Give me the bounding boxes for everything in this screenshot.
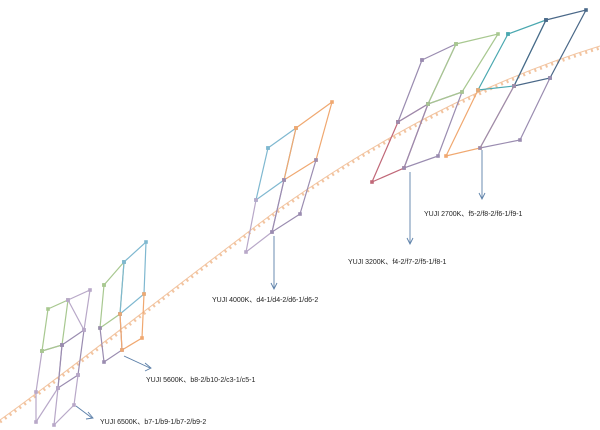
vertex-marker bbox=[72, 403, 76, 407]
bin-5600-blue bbox=[119, 240, 147, 316]
vertex-marker bbox=[244, 250, 248, 254]
vertex-marker bbox=[102, 360, 106, 364]
vertex-marker bbox=[396, 120, 400, 124]
vertex-marker bbox=[144, 240, 148, 244]
vertex-marker bbox=[40, 349, 44, 353]
arrow-6500 bbox=[75, 405, 93, 419]
bin-5600-orange bbox=[119, 293, 145, 352]
vertex-marker bbox=[506, 32, 510, 36]
vertex-marker bbox=[314, 158, 318, 162]
bins-4000k bbox=[245, 100, 334, 254]
vertex-marker bbox=[460, 90, 464, 94]
vertex-marker bbox=[120, 348, 124, 352]
label-3200k: YUJI 3200K、f4-2/f7-2/f5-1/f8-1 bbox=[348, 259, 447, 266]
vertex-marker bbox=[544, 18, 548, 22]
vertex-marker bbox=[478, 146, 482, 150]
vertex-marker bbox=[102, 283, 106, 287]
vertex-marker bbox=[402, 166, 406, 170]
vertex-marker bbox=[420, 58, 424, 62]
label-5600k: YUJI 5600K、b8-2/b10-2/c3-1/c5-1 bbox=[146, 377, 255, 384]
bin-2700-teal-a bbox=[476, 18, 548, 91]
vertex-marker bbox=[76, 373, 80, 377]
vertex-marker bbox=[82, 328, 86, 332]
arrow-5600 bbox=[123, 355, 151, 369]
vertex-marker bbox=[518, 138, 522, 142]
vertex-marker bbox=[454, 42, 458, 46]
bin-6500-right bbox=[67, 288, 91, 332]
arrowhead-5600 bbox=[144, 362, 152, 372]
planckian-locus-curve bbox=[0, 46, 600, 424]
vertex-marker bbox=[512, 84, 516, 88]
vertex-marker bbox=[122, 260, 126, 264]
bin-2700-purple bbox=[478, 77, 551, 149]
bin-6500-mid bbox=[57, 328, 85, 390]
vertex-marker bbox=[282, 178, 286, 182]
vertex-marker bbox=[496, 32, 500, 36]
bin-4000-orange bbox=[283, 100, 334, 182]
vertex-marker bbox=[270, 230, 274, 234]
vertex-marker bbox=[142, 292, 146, 296]
bin-4000-lav bbox=[245, 179, 285, 254]
bin-4000-purple bbox=[271, 159, 317, 234]
vertex-marker bbox=[266, 146, 270, 150]
planckian-locus-line bbox=[0, 45, 600, 421]
bin-4000-blue bbox=[255, 126, 297, 202]
label-2700k: YUJI 2700K、f5-2/f8-2/f6-1/f9-1 bbox=[424, 211, 523, 218]
arrowhead-6500 bbox=[85, 411, 94, 420]
bin-3200-purple-a bbox=[402, 91, 464, 169]
vertex-marker bbox=[34, 420, 38, 424]
callout-arrows bbox=[75, 150, 483, 419]
label-6500k: YUJI 6500K、b7-1/b9-1/b7-2/b9-2 bbox=[100, 419, 206, 426]
vertex-marker bbox=[46, 307, 50, 311]
vertex-marker bbox=[56, 386, 60, 390]
bin-6500-low bbox=[53, 374, 79, 427]
bins-5600k bbox=[99, 240, 147, 364]
arrow-heads bbox=[85, 192, 486, 420]
arrowhead-2700 bbox=[478, 192, 486, 201]
vertex-marker bbox=[118, 312, 122, 316]
arrowhead-4000 bbox=[270, 282, 278, 291]
vertex-marker bbox=[426, 102, 430, 106]
vertex-marker bbox=[254, 198, 258, 202]
label-4000k: YUJI 4000K、d4-1/d4-2/d6-1/d6-2 bbox=[212, 297, 318, 304]
arrowhead-3200 bbox=[406, 237, 414, 246]
vertex-marker bbox=[140, 336, 144, 340]
vertex-marker bbox=[34, 390, 38, 394]
vertex-marker bbox=[548, 76, 552, 80]
vertex-marker bbox=[98, 326, 102, 330]
vertex-marker bbox=[52, 423, 56, 427]
vertex-marker bbox=[436, 154, 440, 158]
vertex-marker bbox=[444, 154, 448, 158]
vertex-marker bbox=[294, 126, 298, 130]
bin-vertex-markers bbox=[34, 8, 588, 427]
bin-2700-orange bbox=[444, 85, 515, 157]
vertex-marker bbox=[298, 212, 302, 216]
vertex-marker bbox=[88, 288, 92, 292]
bins-6500k bbox=[35, 288, 91, 427]
vertex-marker bbox=[60, 343, 64, 347]
vertex-marker bbox=[370, 180, 374, 184]
vertex-marker bbox=[584, 8, 588, 12]
bins-3200k bbox=[370, 33, 500, 184]
vertex-marker bbox=[476, 88, 480, 92]
vertex-marker bbox=[66, 298, 70, 302]
vertex-marker bbox=[330, 100, 334, 104]
